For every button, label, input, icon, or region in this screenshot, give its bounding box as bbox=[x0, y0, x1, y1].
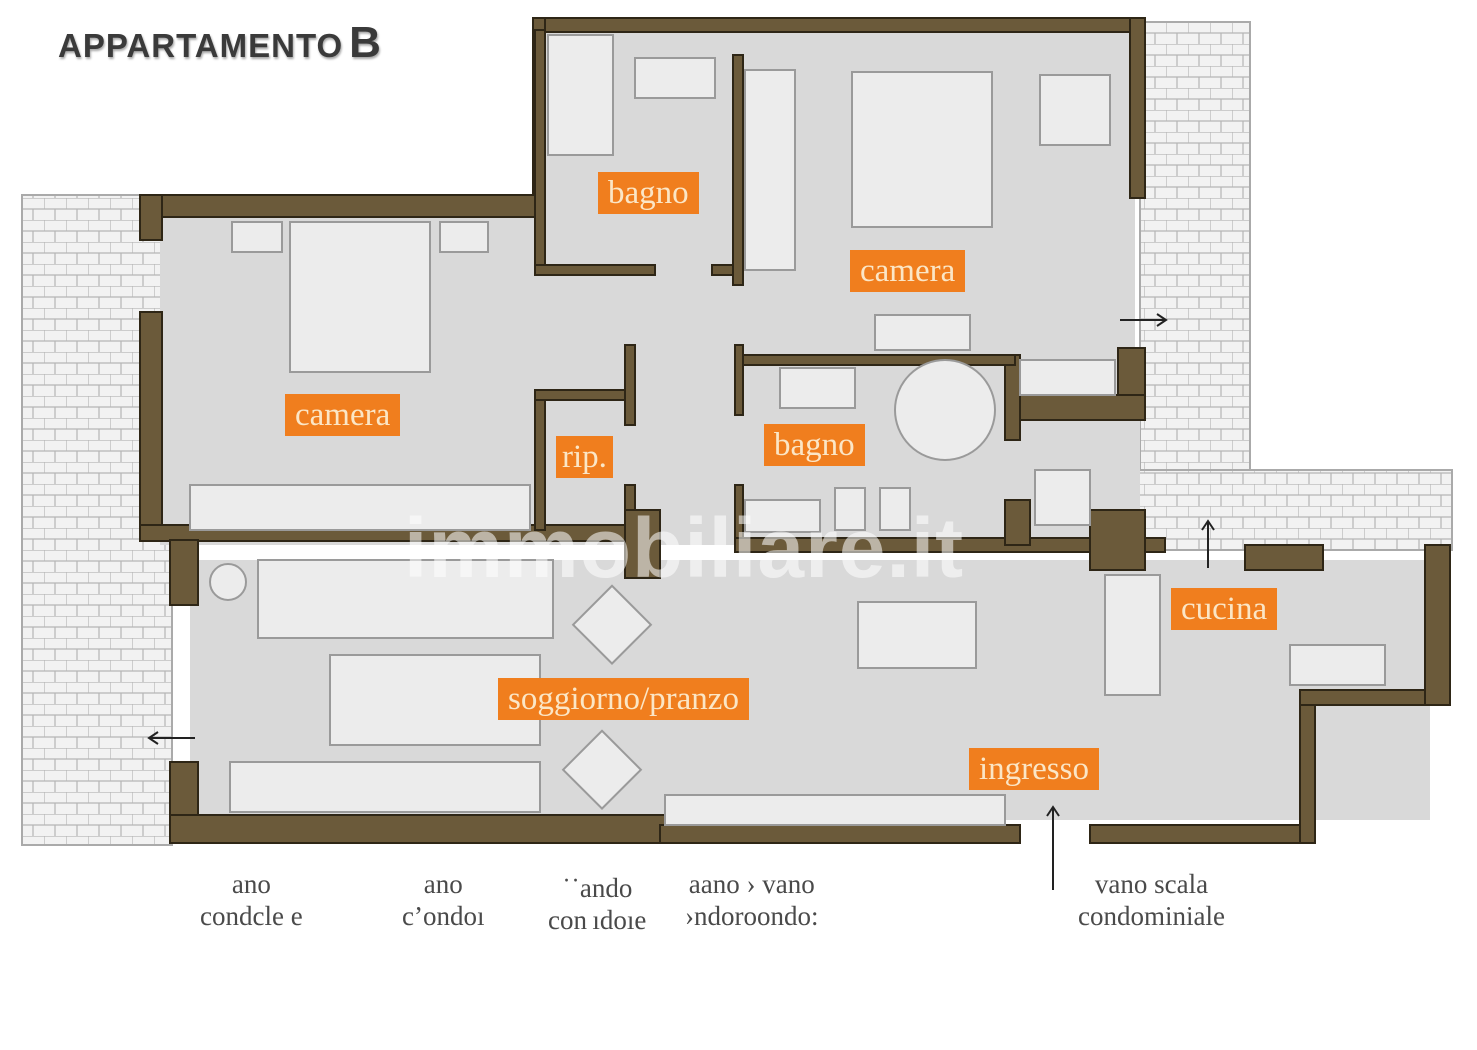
walls bbox=[139, 17, 1451, 844]
furniture bbox=[189, 34, 1386, 826]
room-label-cucina: cucina bbox=[1171, 588, 1278, 630]
room-label-camera-right: camera bbox=[850, 250, 966, 292]
caption-2: ano c’ondoı bbox=[402, 869, 485, 931]
caption-3: ˙˙ando con ıdoıe bbox=[548, 873, 647, 935]
arrows bbox=[147, 313, 1215, 890]
room-label-bagno-top: bagno bbox=[598, 172, 699, 214]
watermark: immobiliare.it bbox=[404, 501, 965, 595]
room-label-camera-left: camera bbox=[285, 394, 401, 436]
title-letter: B bbox=[349, 18, 382, 67]
title-prefix: APPARTAMENTO bbox=[58, 27, 344, 64]
caption-4: aano › vano ›ndoroondo: bbox=[685, 869, 819, 931]
room-label-ripostiglio: rip. bbox=[556, 436, 613, 478]
room-label-ingresso: ingresso bbox=[969, 748, 1099, 790]
caption-stair: vano scala condominiale bbox=[1078, 869, 1225, 931]
room-label-bagno-middle: bagno bbox=[764, 424, 865, 466]
caption-1: ano condcle e bbox=[200, 869, 303, 931]
room-label-soggiorno: soggiorno/pranzo bbox=[498, 678, 749, 720]
